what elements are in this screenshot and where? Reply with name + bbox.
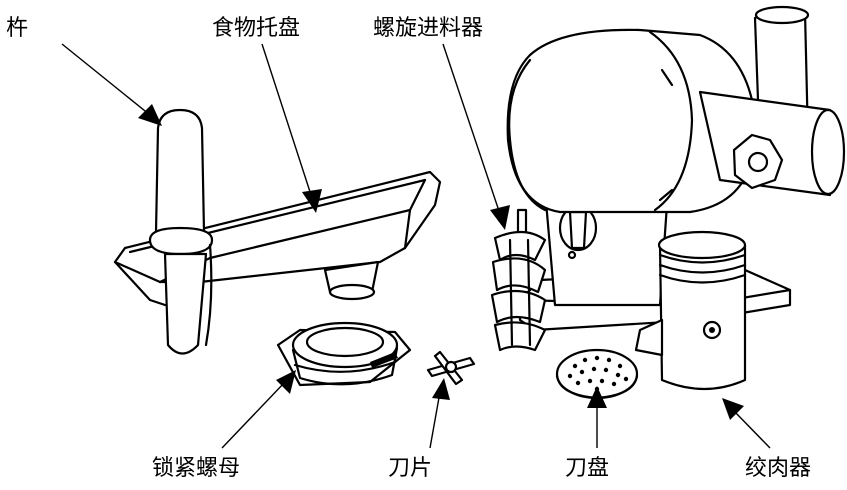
food-tray-label: 食物托盘 — [212, 16, 301, 41]
pestle-label: 杵 — [6, 16, 29, 41]
screw-feeder-label: 螺旋进料器 — [373, 16, 484, 41]
cutting-plate-label: 刀盘 — [565, 456, 610, 481]
screw-feeder-arrow — [442, 43, 510, 230]
grinder-arrow — [722, 398, 771, 449]
grinder-drawing — [634, 230, 747, 391]
lock-nut-label: 锁紧螺母 — [152, 456, 241, 481]
screw-feeder-drawing — [490, 208, 547, 352]
lock-nut-drawing — [276, 321, 412, 387]
grinder-label: 绞肉器 — [745, 456, 812, 481]
pestle-drawing — [148, 108, 214, 355]
blade-arrow — [429, 378, 450, 449]
blade-drawing — [426, 350, 476, 386]
pestle-arrow — [61, 43, 162, 126]
cutting-plate-drawing — [555, 348, 639, 400]
cutting-plate-arrow — [587, 386, 607, 448]
food-tray-arrow — [261, 43, 322, 213]
lock-nut-arrow — [221, 370, 296, 449]
blade-label: 刀片 — [388, 456, 433, 481]
